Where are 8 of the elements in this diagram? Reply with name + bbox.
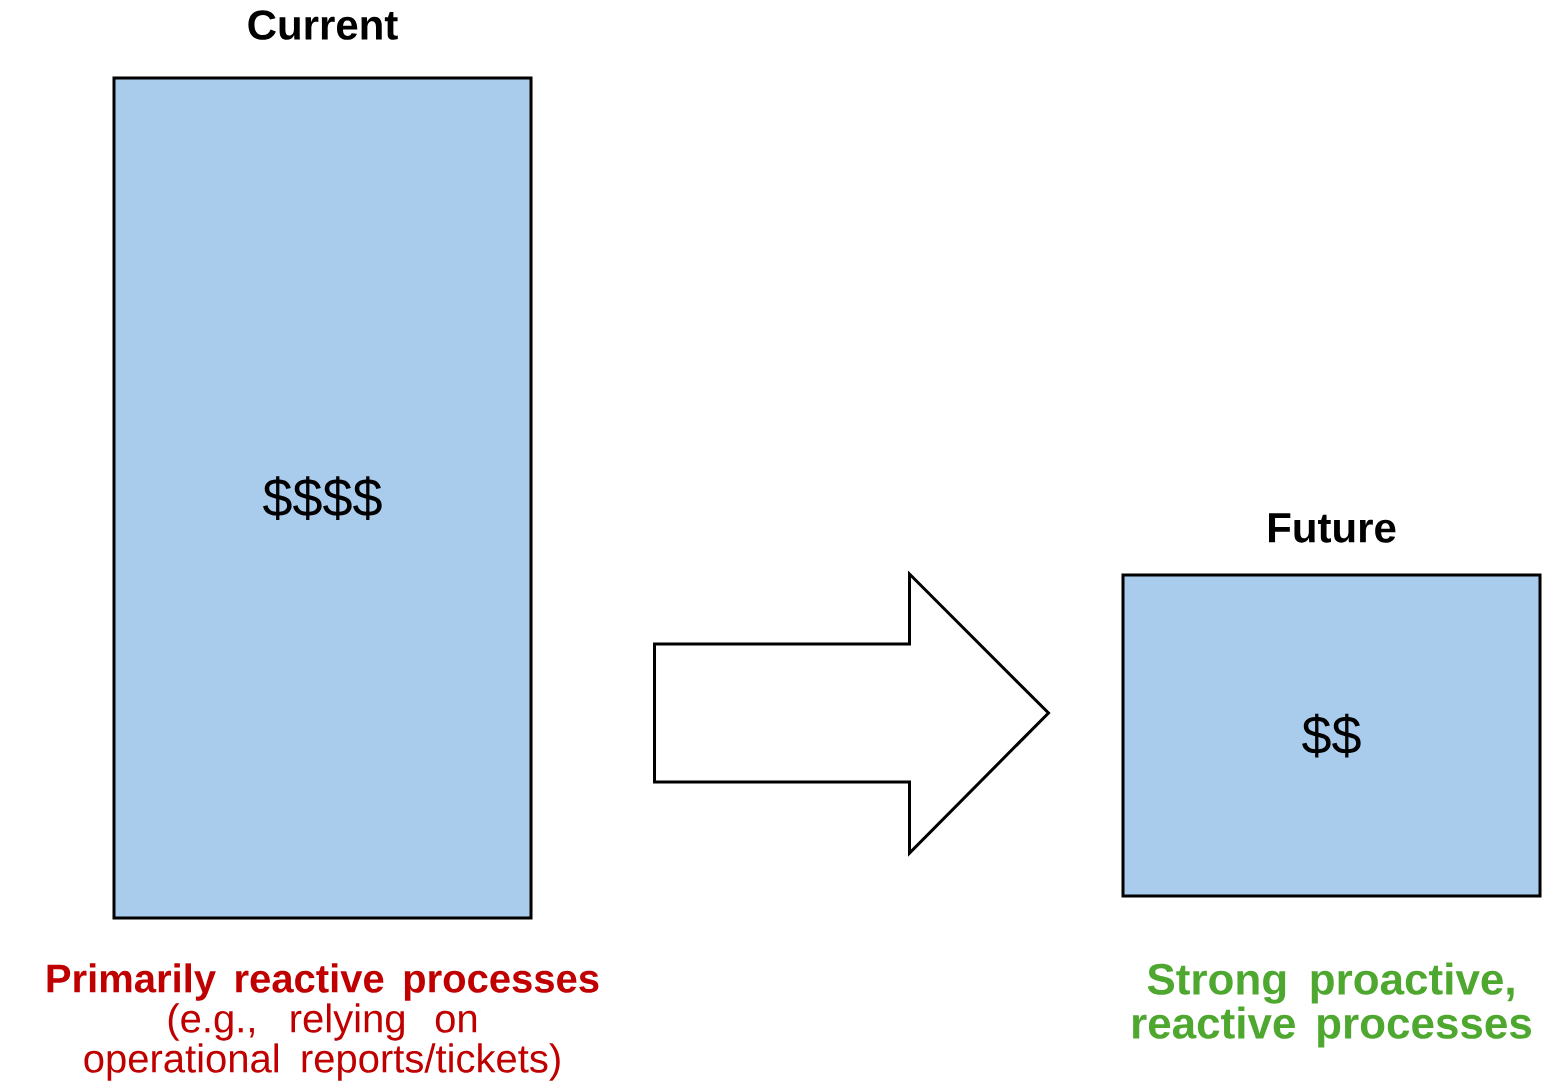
heading: Current xyxy=(248,10,398,40)
heading: Future xyxy=(1269,513,1396,543)
description: Primarily reactive processes xyxy=(47,963,599,1001)
cost-box: $$$$ xyxy=(112,76,533,920)
description: (e.g., relying on operational reports/tickets) xyxy=(84,1003,560,1081)
cost-box: $$ xyxy=(1121,573,1542,898)
block-arrow xyxy=(653,570,1051,857)
description: Strong proactive, reactive processes xyxy=(1133,962,1531,1048)
